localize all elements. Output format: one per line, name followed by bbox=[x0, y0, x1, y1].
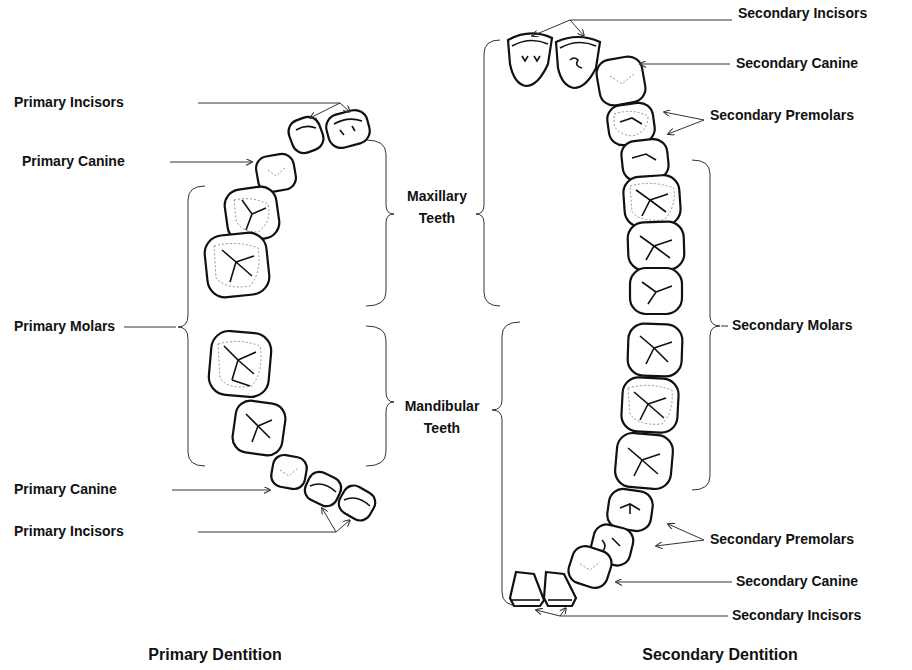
part-label: Secondary Premolars bbox=[710, 105, 854, 127]
dentition-caption: Secondary Dentition bbox=[642, 643, 798, 668]
part-label: Primary Incisors bbox=[14, 92, 124, 114]
part-label: Secondary Incisors bbox=[738, 3, 867, 25]
part-label: Primary Canine bbox=[14, 479, 117, 501]
part-label: Secondary Molars bbox=[732, 315, 853, 337]
leader-lines bbox=[124, 20, 732, 616]
part-label: Primary Canine bbox=[22, 151, 125, 173]
part-label: Secondary Canine bbox=[736, 53, 858, 75]
primary-maxillary-teeth bbox=[203, 107, 373, 299]
dentition-caption: Primary Dentition bbox=[148, 643, 281, 668]
part-label: Primary Incisors bbox=[14, 521, 124, 543]
part-label: Secondary Canine bbox=[736, 571, 858, 593]
grouping-brackets bbox=[178, 40, 720, 606]
secondary-maxillary-teeth bbox=[508, 33, 685, 314]
part-label: Primary Molars bbox=[14, 316, 115, 338]
part-label: Secondary Incisors bbox=[732, 605, 861, 627]
part-label: Secondary Premolars bbox=[710, 529, 854, 551]
jaw-label: Mandibular Teeth bbox=[394, 396, 490, 439]
primary-mandibular-teeth bbox=[207, 330, 379, 525]
jaw-label: Maxillary Teeth bbox=[396, 186, 478, 229]
secondary-mandibular-teeth bbox=[510, 323, 683, 606]
